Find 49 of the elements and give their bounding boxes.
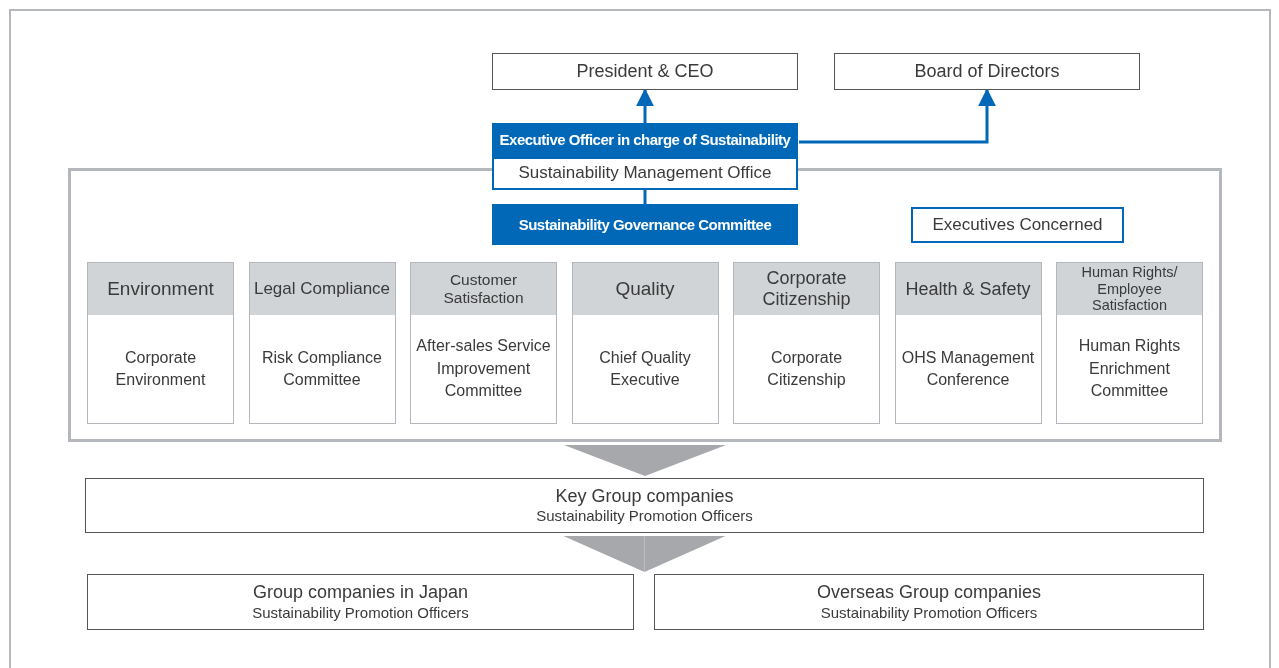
column-text: After-sales Service Improvement Committee bbox=[415, 336, 552, 402]
subtitle-text: Sustainability Promotion Officers bbox=[536, 507, 753, 526]
box-label: Sustainability Governance Committee bbox=[518, 215, 772, 234]
function-column bbox=[894, 262, 1042, 424]
company-box bbox=[654, 574, 1204, 630]
box-label: Executive Officer in charge of Sustainability bbox=[499, 131, 791, 149]
box-label: Board of Directors bbox=[914, 60, 1060, 83]
column-text: Human Rights Enrichment Committee bbox=[1077, 336, 1182, 402]
arrow bbox=[636, 88, 654, 123]
office-box bbox=[911, 207, 1124, 243]
column-heading: Human Rights/ Employee Satisfaction bbox=[1057, 263, 1202, 315]
org-box bbox=[492, 53, 798, 90]
office-box bbox=[492, 157, 798, 190]
box-label: Executives Concerned bbox=[932, 214, 1103, 236]
column-heading: Customer Satisfaction bbox=[411, 263, 556, 315]
committee-box bbox=[492, 204, 798, 245]
company-box bbox=[85, 478, 1204, 533]
connector-line bbox=[643, 190, 647, 204]
column-heading: Legal Compliance bbox=[249, 263, 395, 315]
function-column bbox=[248, 262, 396, 424]
column-text: Chief Quality Executive bbox=[598, 347, 692, 390]
subtitle-text: Sustainability Promotion Officers bbox=[820, 603, 1038, 622]
box-label: Key Group companies bbox=[555, 485, 734, 508]
column-heading: Environment bbox=[88, 263, 233, 315]
subtitle-text: Sustainability Promotion Officers bbox=[252, 603, 469, 622]
box-label: Sustainability Management Office bbox=[518, 163, 772, 184]
column-text: Corporate Environment bbox=[114, 347, 207, 390]
column-heading: Corporate Citizenship bbox=[734, 263, 879, 315]
committee-box bbox=[492, 123, 798, 157]
chevron-arrow bbox=[563, 536, 645, 572]
column-text: OHS Management Conference bbox=[900, 347, 1036, 390]
box-label: President & CEO bbox=[576, 60, 714, 83]
column-text: Corporate Citizenship bbox=[766, 347, 847, 390]
box-frame bbox=[68, 168, 1222, 442]
function-column bbox=[733, 262, 880, 424]
box-label: Overseas Group companies bbox=[816, 582, 1042, 604]
company-box bbox=[87, 574, 634, 630]
box-label: Group companies in Japan bbox=[252, 582, 469, 604]
column-heading: Quality bbox=[572, 263, 718, 315]
function-column bbox=[571, 262, 719, 424]
function-column bbox=[410, 262, 557, 424]
chevron-arrow bbox=[644, 536, 726, 572]
org-box bbox=[834, 53, 1140, 90]
chevron-arrow bbox=[564, 445, 726, 476]
function-column bbox=[1056, 262, 1203, 424]
column-heading: Health & Safety bbox=[895, 263, 1041, 315]
function-column bbox=[87, 262, 234, 424]
column-text: Risk Compliance Committee bbox=[260, 347, 383, 390]
arrow bbox=[799, 88, 996, 144]
